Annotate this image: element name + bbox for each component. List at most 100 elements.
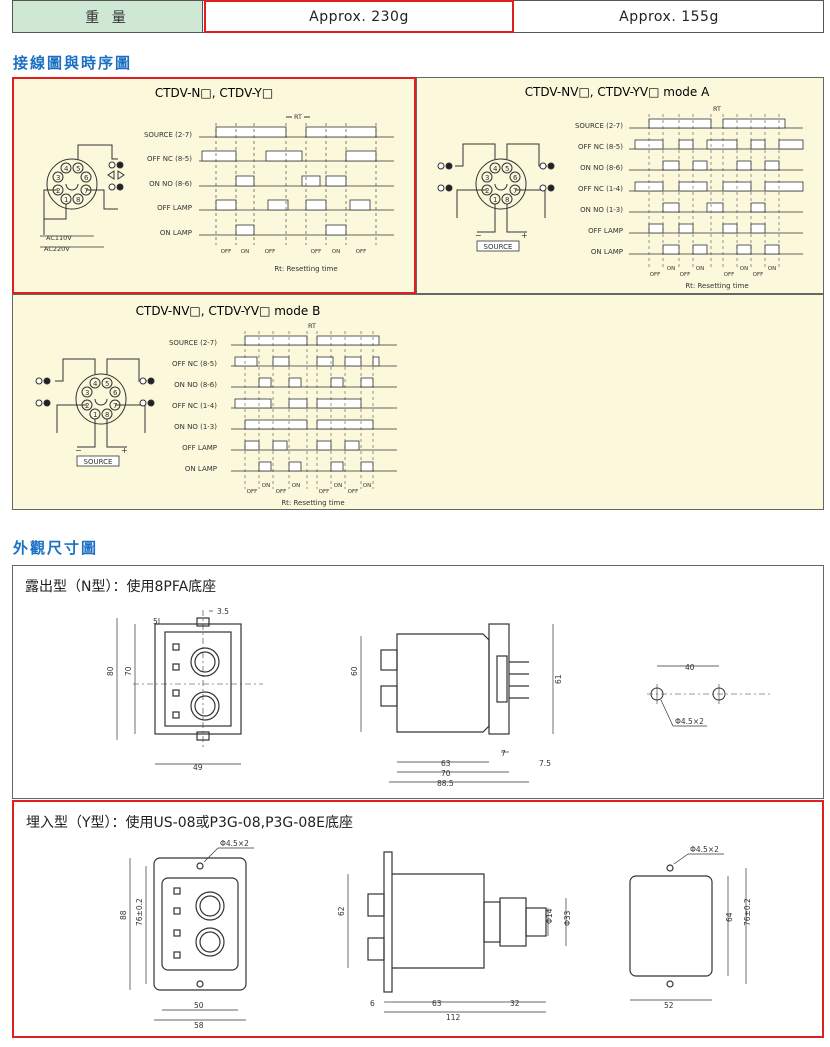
weight-label: 重 量 — [13, 1, 203, 32]
svg-text:OFF NC (1-4): OFF NC (1-4) — [172, 402, 217, 410]
timing-row-labels-c: SOURCE (2-7) OFF NC (8-5) ON NO (8-6) OF… — [169, 339, 217, 473]
svg-text:ON: ON — [241, 249, 249, 255]
svg-text:4: 4 — [93, 380, 98, 388]
rt-note-a: Rt: Resetting time — [274, 265, 337, 273]
n-mount-hole-label: Φ4.5×2 — [675, 717, 704, 726]
svg-text:OFF LAMP: OFF LAMP — [588, 227, 623, 235]
svg-text:−: − — [75, 446, 82, 455]
source-box-c: SOURCE — [84, 458, 113, 466]
y-panel-cutout — [629, 864, 713, 988]
svg-text:ON NO (8-6): ON NO (8-6) — [149, 180, 192, 188]
svg-text:76±0.2: 76±0.2 — [135, 898, 144, 926]
svg-text:Φ33: Φ33 — [563, 910, 572, 926]
svg-text:ON NO (8-6): ON NO (8-6) — [174, 381, 217, 389]
svg-text:OFF: OFF — [650, 272, 661, 278]
n-front-70: 70 — [124, 666, 133, 676]
n-front-80: 80 — [106, 666, 115, 676]
svg-text:OFF: OFF — [311, 249, 322, 255]
svg-text:1: 1 — [493, 196, 497, 204]
weight-value-b: Approx. 155g — [619, 8, 719, 25]
svg-text:ON: ON — [334, 483, 342, 489]
svg-text:ON: ON — [740, 266, 748, 272]
svg-text:7: 7 — [84, 187, 88, 195]
n-side-view — [380, 623, 529, 735]
svg-text:63: 63 — [441, 759, 451, 768]
dims-y-title: 埋入型（Y型）：使用US-08或P3G-08,P3G-08E底座 — [26, 815, 353, 831]
diagram-b-title: CTDV-NV□, CTDV-YV□ mode A — [525, 85, 710, 99]
svg-text:5: 5 — [76, 165, 80, 173]
svg-text:OFF LAMP: OFF LAMP — [157, 204, 192, 212]
svg-text:5: 5 — [105, 380, 109, 388]
svg-text:OFF: OFF — [356, 249, 367, 255]
svg-text:OFF: OFF — [680, 272, 691, 278]
rt-note-b: Rt: Resetting time — [685, 282, 748, 290]
rt-note-c: Rt: Resetting time — [281, 499, 344, 507]
weight-value-a: Approx. 230g — [204, 0, 514, 33]
y-front-hole-label: Φ4.5×2 — [220, 839, 249, 848]
svg-text:76±0.2: 76±0.2 — [743, 898, 752, 926]
n-front-49: 49 — [193, 763, 203, 772]
svg-text:88.5: 88.5 — [437, 779, 454, 788]
svg-text:2: 2 — [85, 402, 89, 410]
svg-text:62: 62 — [337, 906, 346, 916]
svg-text:OFF NC (8-5): OFF NC (8-5) — [578, 143, 623, 151]
dims-n-title: 露出型（N型）：使用8PFA底座 — [25, 579, 217, 595]
svg-text:52: 52 — [664, 1001, 674, 1010]
svg-text:6: 6 — [370, 999, 375, 1008]
timing-gridlines-a — [215, 123, 377, 245]
svg-text:63: 63 — [432, 999, 442, 1008]
y-cutout-hole-label: Φ4.5×2 — [690, 845, 719, 854]
svg-text:2: 2 — [485, 187, 489, 195]
svg-text:OFF: OFF — [319, 489, 330, 495]
svg-text:6: 6 — [113, 389, 118, 397]
svg-text:8: 8 — [505, 196, 509, 204]
weight-table-row: 重 量 Approx. 230g Approx. 155g — [12, 0, 824, 33]
svg-text:64: 64 — [725, 912, 734, 922]
timing-waveforms-b — [629, 118, 804, 255]
svg-text:ON: ON — [292, 483, 300, 489]
svg-text:ON NO (8-6): ON NO (8-6) — [580, 164, 623, 172]
svg-text:OFF: OFF — [753, 272, 764, 278]
ac110-label: AC110V — [46, 234, 72, 242]
socket-8pin-a — [43, 144, 118, 235]
svg-text:OFF: OFF — [276, 489, 287, 495]
svg-text:ON LAMP: ON LAMP — [591, 248, 623, 256]
n-mount-holes — [647, 665, 773, 727]
svg-text:32: 32 — [510, 999, 520, 1008]
svg-text:40: 40 — [685, 663, 695, 672]
svg-text:4: 4 — [493, 165, 498, 173]
n-front-view — [154, 617, 242, 741]
svg-text:1: 1 — [93, 411, 97, 419]
svg-text:61: 61 — [554, 674, 563, 684]
svg-text:ON NO (1-3): ON NO (1-3) — [174, 423, 217, 431]
svg-text:OFF NC (1-4): OFF NC (1-4) — [578, 185, 623, 193]
svg-text:ON NO (1-3): ON NO (1-3) — [580, 206, 623, 214]
svg-text:70: 70 — [441, 769, 451, 778]
rt-label-b: RT — [713, 105, 721, 113]
svg-text:ON: ON — [667, 266, 675, 272]
svg-text:50: 50 — [194, 1001, 204, 1010]
svg-text:OFF: OFF — [265, 249, 276, 255]
svg-text:8: 8 — [105, 411, 109, 419]
svg-text:2: 2 — [56, 187, 60, 195]
rt-label-c: RT — [308, 322, 316, 330]
contact-symbols-a — [107, 161, 125, 191]
timing-row-labels-a: SOURCE (2-7) OFF NC (8-5) ON NO (8-6) OF… — [144, 131, 192, 237]
svg-text:88: 88 — [119, 910, 128, 920]
dimensions-n-type: 露出型（N型）：使用8PFA底座 80 70 49 3.5 5 — [12, 565, 824, 799]
wiring-section-title: 接線圖與時序圖 — [13, 54, 133, 72]
diagram-a-title: CTDV-N□, CTDV-Y□ — [155, 86, 273, 100]
svg-text:OFF: OFF — [247, 489, 258, 495]
n-front-5: 5 — [153, 617, 158, 626]
svg-text:OFF NC (8-5): OFF NC (8-5) — [172, 360, 217, 368]
n-front-35: 3.5 — [217, 607, 229, 616]
svg-text:ON: ON — [332, 249, 340, 255]
svg-text:3: 3 — [485, 174, 489, 182]
svg-text:+: + — [121, 446, 128, 455]
ac220-label: AC220V — [44, 245, 70, 253]
svg-text:4: 4 — [64, 165, 69, 173]
socket-8pin-c — [55, 358, 147, 448]
